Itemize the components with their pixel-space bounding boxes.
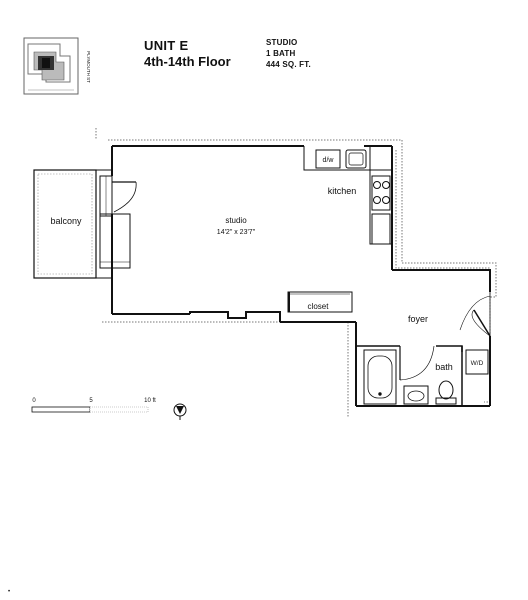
walls [111, 145, 491, 407]
unit-title: UNIT E [144, 38, 189, 53]
scale-label-zero: 0 [32, 398, 36, 404]
sink [345, 149, 367, 169]
balcony: balcony [33, 169, 112, 279]
bath-label: bath [435, 362, 453, 372]
studio-label: studio [225, 216, 247, 225]
unit-type: STUDIO [266, 38, 298, 47]
closet-label: closet [308, 302, 330, 311]
entry-door[interactable] [459, 292, 491, 337]
bathtub [363, 349, 397, 405]
unit-area: 444 SQ. FT. [266, 60, 311, 69]
bath-walls [356, 345, 463, 406]
bath-door[interactable] [399, 345, 435, 381]
floor-range: 4th-14th Floor [144, 54, 231, 69]
key-plan: PLYMOUTH ST [23, 37, 91, 95]
dishwasher: d/w [315, 149, 341, 169]
refrigerator [371, 213, 391, 245]
key-plan-street-label: PLYMOUTH ST [86, 51, 91, 83]
exterior-boundary [95, 128, 497, 418]
balcony-window [99, 213, 131, 269]
bath-sink [403, 385, 429, 405]
balcony-label: balcony [50, 216, 82, 226]
footer-mark: • [8, 589, 10, 595]
toilet [435, 380, 457, 405]
scale-label-five: 5 [89, 398, 93, 404]
kitchen-label: kitchen [328, 186, 357, 196]
studio-dimensions: 14'2" x 23'7" [217, 229, 256, 236]
scale-bar: 0 5 10 ft [31, 398, 156, 413]
bath-count: 1 BATH [266, 49, 296, 58]
north-arrow-icon [173, 403, 187, 420]
balcony-door[interactable] [99, 175, 137, 217]
dishwasher-label: d/w [323, 157, 335, 164]
stove [371, 175, 391, 211]
foyer-label: foyer [408, 314, 428, 324]
washer-dryer: W/D [465, 349, 489, 375]
washer-dryer-label: W/D [471, 360, 484, 367]
scale-label-ten: 10 ft [144, 398, 156, 404]
closet: closet [287, 291, 353, 313]
